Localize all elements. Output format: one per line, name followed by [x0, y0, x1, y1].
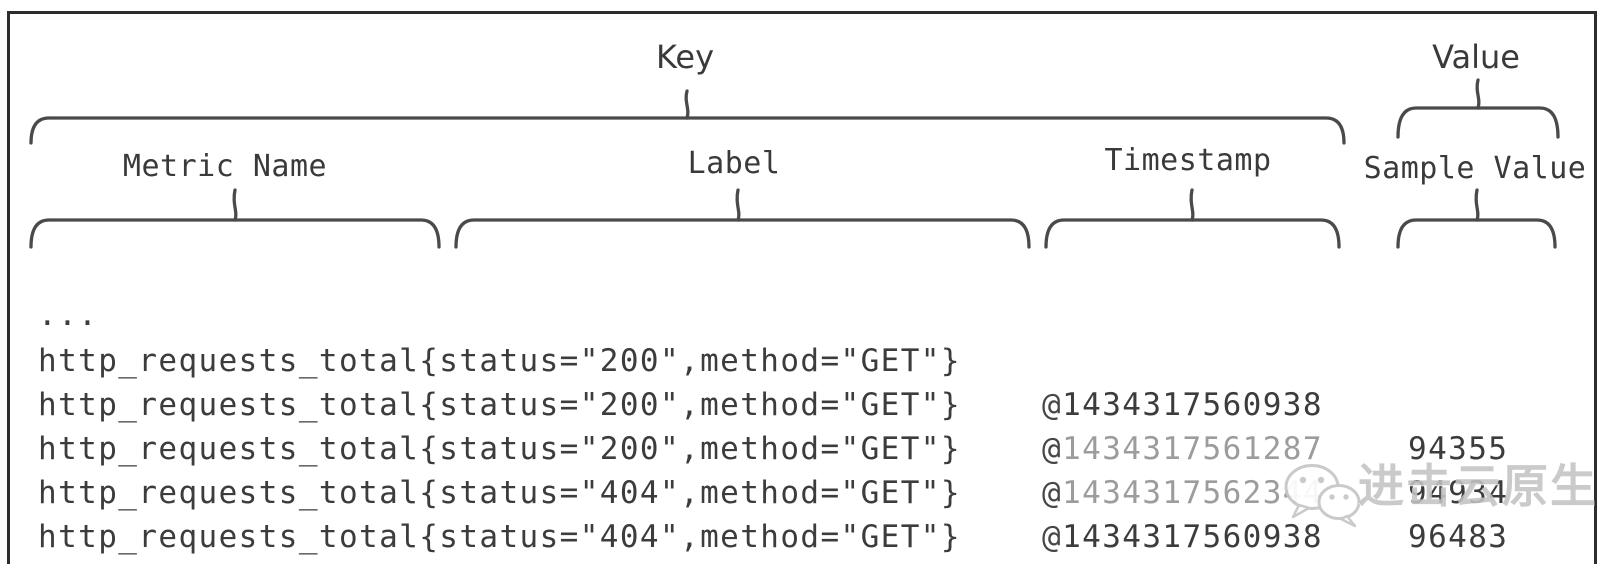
timestamp-value: 1434317561287 [1062, 431, 1323, 467]
table-row: http_requests_total{status="200",method=… [0, 383, 1620, 555]
timestamp-cell: @1434317561249 [1042, 559, 1323, 564]
column-label-metric-name: Metric Name [122, 149, 328, 184]
series-key: http_requests_total{status="200",method=… [38, 431, 961, 467]
timestamp-cell: @1434317562344 [1042, 471, 1323, 515]
value-group-label: Value [1432, 38, 1520, 76]
at-symbol: @ [1042, 387, 1063, 423]
sample-value-cell: 38473 [1408, 559, 1508, 564]
at-symbol: @ [1042, 475, 1063, 511]
table-row: http_requests_total{status="404",method=… [0, 427, 1620, 564]
series-key: http_requests_total{status="404",method=… [38, 475, 961, 511]
column-label-timestamp: Timestamp [1104, 143, 1272, 178]
table-row: http_requests_total{status="200",method=… [0, 339, 1620, 511]
diagram-border [7, 11, 1597, 564]
timestamp-brace [1044, 188, 1341, 249]
sample-value-cell: 94934 [1408, 475, 1509, 511]
timestamp-cell: @1434317561287 [1042, 427, 1323, 471]
label-brace [454, 188, 1031, 249]
sample-value-cell: 94355 [1408, 431, 1509, 467]
value-brace [1396, 78, 1560, 139]
metric-name-brace [29, 188, 441, 249]
timestamp-cell: @1434317560938 [1042, 515, 1323, 559]
series-key: http_requests_total{status="404",method=… [38, 519, 961, 555]
at-symbol: @ [1042, 431, 1063, 467]
column-label-sample-value: Sample Value [1363, 151, 1587, 186]
timestamp-value: 1434317560938 [1062, 387, 1323, 423]
ellipsis-row: ... [0, 249, 1620, 333]
series-key: http_requests_total{status="200",method=… [38, 387, 961, 423]
series-key: http_requests_total{status="404",method=… [38, 559, 961, 564]
sample-value-brace [1396, 188, 1557, 249]
sample-value-cell: 96483 [1408, 519, 1509, 555]
series-key: http_requests_total{status="200",method=… [38, 343, 961, 379]
column-label-label: Label [687, 146, 781, 181]
table-row: http_requests_total{status="404",method=… [0, 471, 1620, 564]
key-brace [29, 89, 1346, 145]
timestamp-cell: @1434317560938 [1042, 383, 1323, 427]
timestamp-value: 1434317560938 [1062, 519, 1323, 555]
table-row: http_requests_total{status="200",method=… [0, 295, 1620, 467]
table-row: http_requests_total{status="404",method=… [0, 515, 1620, 564]
at-symbol: @ [1042, 519, 1063, 555]
ellipsis-text: ... [38, 297, 99, 333]
key-group-label: Key [655, 38, 715, 76]
timestamp-value: 1434317562344 [1062, 475, 1323, 511]
